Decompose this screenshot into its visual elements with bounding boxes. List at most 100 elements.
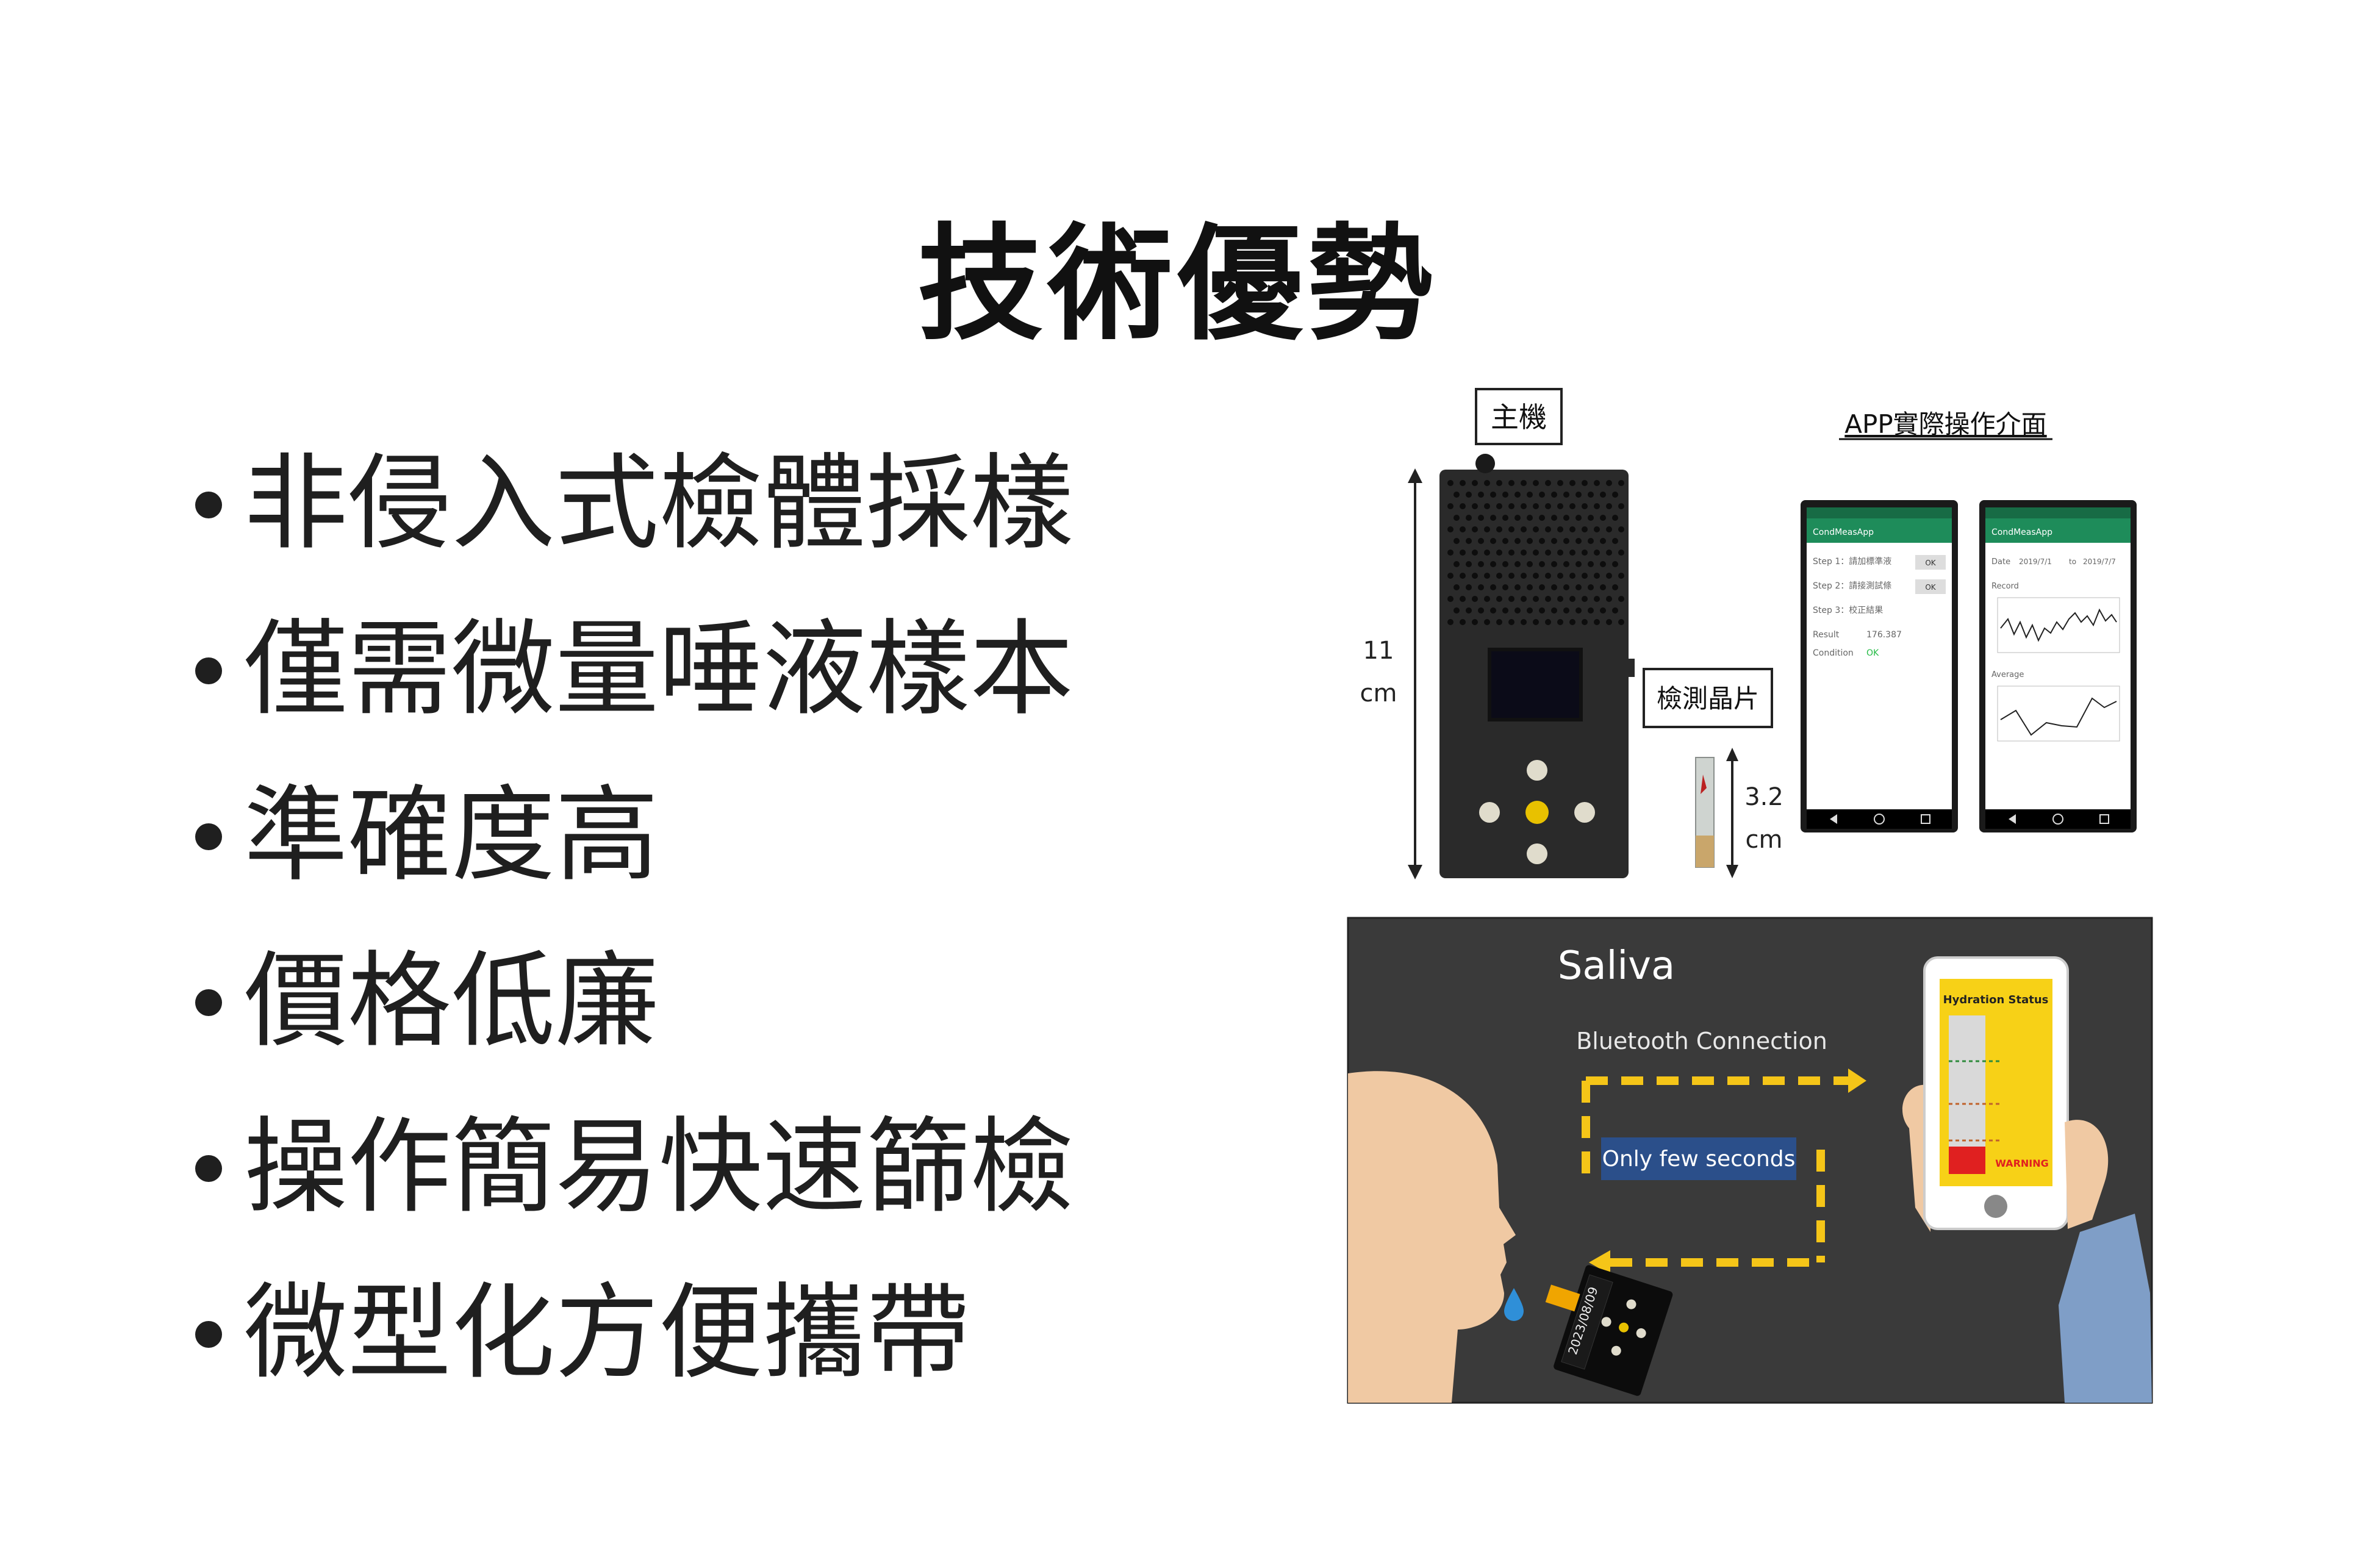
bullet-dot-icon xyxy=(195,657,222,684)
grille-hole xyxy=(1478,561,1484,567)
grille-hole xyxy=(1472,526,1478,532)
grille-hole xyxy=(1521,503,1527,509)
grille-hole xyxy=(1472,596,1478,602)
grille-hole xyxy=(1521,480,1527,486)
grille-hole xyxy=(1508,503,1514,509)
grille-hole xyxy=(1527,584,1533,590)
grille-hole xyxy=(1508,573,1514,579)
arrow-right-icon xyxy=(1848,1069,1866,1093)
bullet-item: 僅需微量唾液樣本 xyxy=(195,587,1074,753)
grille-hole xyxy=(1533,573,1539,579)
main-unit-label: 主機 xyxy=(1491,401,1547,434)
recents-icon[interactable] xyxy=(2099,814,2109,824)
grille-hole xyxy=(1588,492,1594,498)
grille-hole xyxy=(1618,526,1624,532)
bullet-text: 操作簡易快速篩檢 xyxy=(244,1107,1074,1228)
saliva-title: Saliva xyxy=(1558,943,1676,989)
grille-hole xyxy=(1527,492,1533,498)
app-bar xyxy=(1807,518,1952,543)
grille-hole xyxy=(1484,503,1490,509)
step2-ok-button[interactable] xyxy=(1915,579,1946,594)
app-name: CondMeasApp xyxy=(1991,528,2052,537)
grille-hole xyxy=(1478,607,1484,614)
grille-hole xyxy=(1508,550,1514,556)
height-unit: cm xyxy=(1360,679,1397,707)
saliva-figure: Saliva Bluetooth Connection Only few sec… xyxy=(1347,917,2153,1404)
warning-label: WARNING xyxy=(1995,1158,2049,1169)
slide-title: 技術優勢 xyxy=(917,212,1438,357)
step2-text: Step 2：請接測試條 xyxy=(1813,581,1891,591)
grille-hole xyxy=(1502,584,1508,590)
grille-hole xyxy=(1533,550,1539,556)
app-bar xyxy=(1985,518,2131,543)
grille-hole xyxy=(1545,596,1551,602)
result-value: 176.387 xyxy=(1866,630,1902,640)
grille-hole xyxy=(1454,607,1460,614)
grille-hole xyxy=(1502,538,1508,544)
step3-text: Step 3：校正結果 xyxy=(1813,605,1883,615)
speaker-grille xyxy=(1447,480,1624,625)
home-icon[interactable] xyxy=(1874,814,1885,825)
grille-hole xyxy=(1447,503,1454,509)
grille-hole xyxy=(1478,584,1484,590)
grille-hole xyxy=(1612,584,1618,590)
grille-hole xyxy=(1466,515,1472,521)
reader-button xyxy=(1626,1299,1636,1309)
height-value: 11 xyxy=(1363,637,1394,665)
grille-hole xyxy=(1460,619,1466,625)
grille-hole xyxy=(1569,480,1575,486)
grille-hole xyxy=(1600,607,1606,614)
grille-hole xyxy=(1612,515,1618,521)
average-line xyxy=(2000,697,2117,736)
grille-hole xyxy=(1575,538,1582,544)
grille-hole xyxy=(1563,607,1569,614)
grille-hole xyxy=(1533,619,1539,625)
grille-hole xyxy=(1551,515,1557,521)
grille-hole xyxy=(1527,515,1533,521)
grille-hole xyxy=(1551,538,1557,544)
average-label: Average xyxy=(1991,670,2024,679)
reader-button xyxy=(1619,1322,1629,1333)
step1-ok-button[interactable] xyxy=(1915,555,1946,570)
grille-hole xyxy=(1521,596,1527,602)
grille-hole xyxy=(1514,492,1521,498)
grille-hole xyxy=(1582,619,1588,625)
grille-hole xyxy=(1557,480,1563,486)
grille-hole xyxy=(1521,619,1527,625)
bullet-dot-icon xyxy=(195,823,222,850)
chip-label-box xyxy=(1643,668,1773,728)
grille-hole xyxy=(1594,503,1600,509)
grille-hole xyxy=(1588,515,1594,521)
seconds-badge xyxy=(1601,1137,1796,1180)
grille-hole xyxy=(1472,503,1478,509)
grille-hole xyxy=(1514,515,1521,521)
grille-hole xyxy=(1502,561,1508,567)
grille-hole xyxy=(1575,515,1582,521)
date-to[interactable]: 2019/7/7 xyxy=(2083,557,2116,566)
condition-label: Condition xyxy=(1813,648,1854,658)
grille-hole xyxy=(1447,619,1454,625)
date-from[interactable]: 2019/7/1 xyxy=(2019,557,2052,566)
back-icon[interactable] xyxy=(1830,814,1837,824)
grille-hole xyxy=(1508,480,1514,486)
home-button-icon[interactable] xyxy=(1984,1195,2007,1218)
home-icon[interactable] xyxy=(2052,814,2063,825)
grille-hole xyxy=(1618,619,1624,625)
grille-hole xyxy=(1447,480,1454,486)
grille-hole xyxy=(1545,480,1551,486)
chip-length-value: 3.2 xyxy=(1744,783,1783,811)
grille-hole xyxy=(1606,503,1612,509)
grille-hole xyxy=(1551,492,1557,498)
grille-hole xyxy=(1478,492,1484,498)
back-icon[interactable] xyxy=(2009,814,2016,824)
grille-hole xyxy=(1502,492,1508,498)
chip-droplet-mark xyxy=(1701,775,1707,794)
status-bar xyxy=(1807,507,1952,518)
recents-icon[interactable] xyxy=(1921,814,1930,824)
bullet-text: 僅需微量唾液樣本 xyxy=(244,609,1074,730)
grille-hole xyxy=(1490,515,1496,521)
grille-hole xyxy=(1612,561,1618,567)
phone-display xyxy=(1985,507,2131,809)
main-unit-label-box xyxy=(1475,388,1563,445)
device-button-center xyxy=(1525,801,1549,824)
